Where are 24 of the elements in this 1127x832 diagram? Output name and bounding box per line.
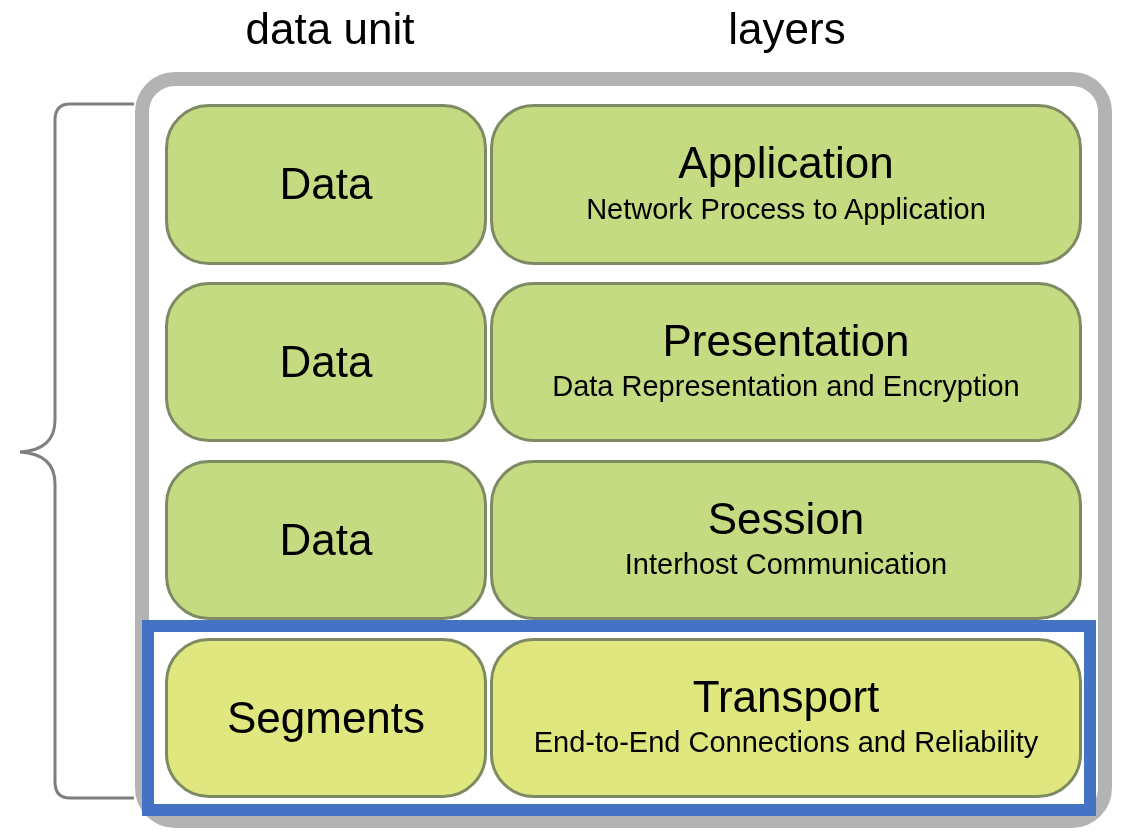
layer-name: Application: [678, 139, 894, 188]
layer-name: Transport: [692, 672, 880, 722]
layer-description: Interhost Communication: [623, 547, 949, 583]
layer-box: [490, 638, 1082, 798]
data-unit-name: Data: [279, 160, 373, 209]
data-unit-box: [165, 460, 487, 620]
layer-box: [490, 460, 1082, 620]
layer-description: Network Process to Application: [585, 191, 987, 227]
data-unit-box: [165, 282, 487, 442]
layer-name: Session: [707, 494, 865, 544]
layer-description: End-to-End Connections and Reliability: [532, 725, 1040, 761]
data-unit-name: Data: [279, 515, 373, 565]
column-heading: layers: [728, 4, 846, 54]
data-unit-name: Data: [279, 337, 373, 387]
layer-name: Presentation: [662, 316, 910, 366]
layer-box: [490, 282, 1082, 442]
data-unit-box: [165, 104, 487, 265]
data-unit-box: [165, 638, 487, 798]
data-unit-name: Segments: [226, 693, 426, 743]
column-heading: data unit: [245, 4, 415, 54]
layer-box: [490, 104, 1082, 265]
layer-description: Data Representation and Encryption: [551, 369, 1021, 405]
highlight-frame: [142, 620, 1096, 816]
layer-stack-frame: [135, 72, 1112, 828]
